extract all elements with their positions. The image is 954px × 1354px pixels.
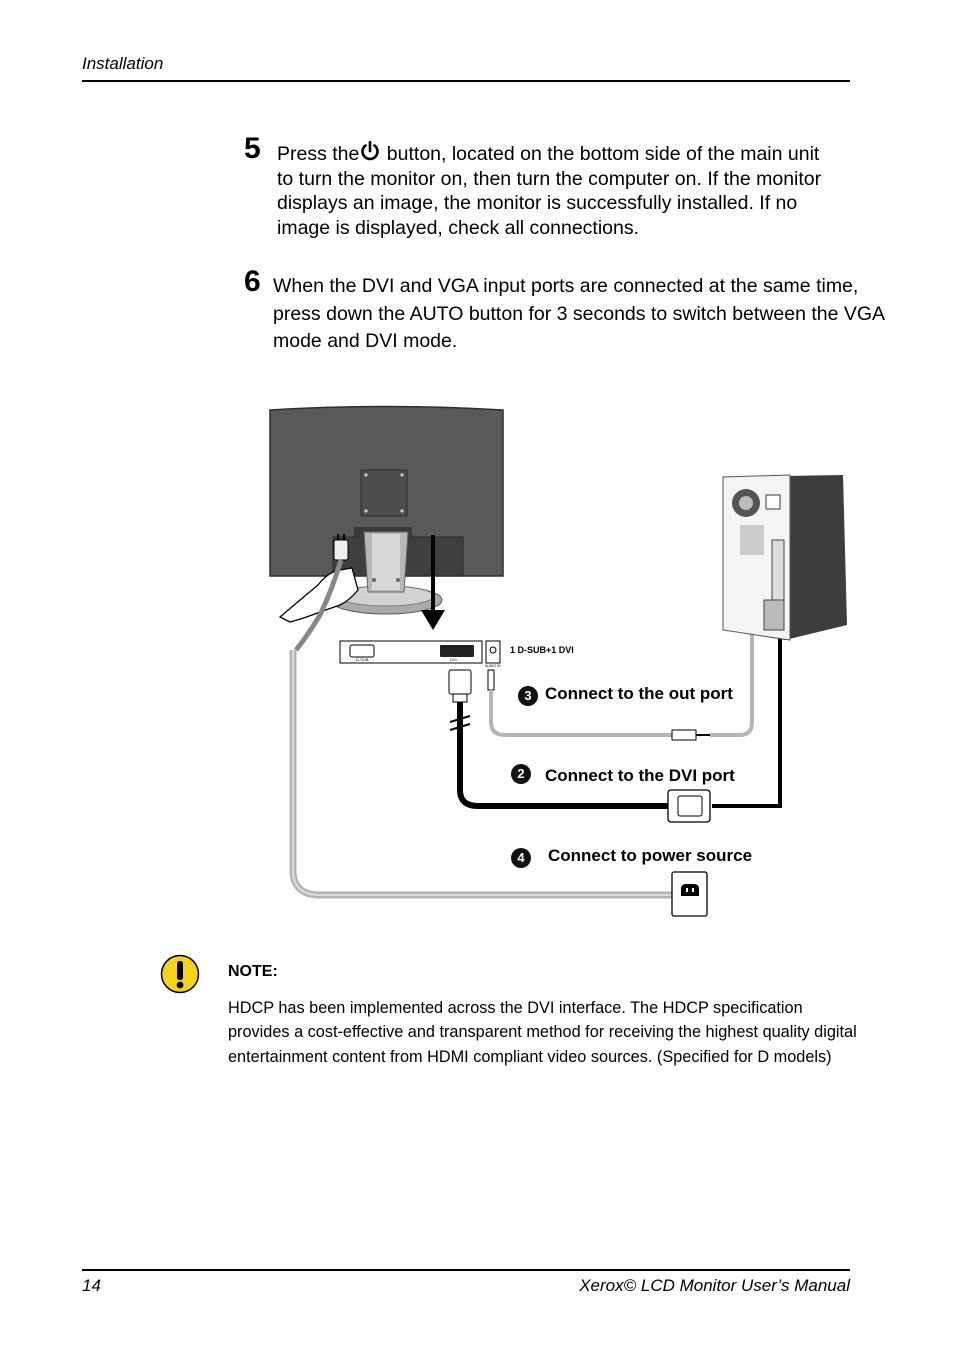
step-6-number: 6 (244, 265, 261, 298)
callout-dvi-port: Connect to the DVI port (545, 766, 735, 785)
hand-holding-plug-illustration (278, 534, 359, 652)
monitor-rear (269, 405, 504, 615)
down-arrow-icon (421, 535, 445, 630)
footer-rule (82, 1269, 850, 1271)
header-rule (82, 80, 850, 82)
callout-3-marker: 3 (518, 686, 538, 706)
power-icon (359, 140, 381, 162)
page-number: 14 (82, 1276, 101, 1295)
step-5-text-after: button, located on the bottom side of th… (277, 143, 822, 239)
callout-out-port: Connect to the out port (545, 684, 733, 703)
pc-tower (722, 474, 847, 641)
power-outlet-icon (671, 871, 708, 917)
step-5-number: 5 (244, 132, 261, 165)
port-label-audio: AUDIO IN (485, 664, 501, 668)
header-section-label: Installation (82, 54, 164, 73)
note-title: NOTE: (228, 963, 278, 980)
step-5-text: Press the button, located on the bottom … (277, 140, 837, 240)
step-5-text-before: Press the (277, 143, 360, 165)
callout-4-marker: 4 (511, 848, 531, 868)
note-body: HDCP has been implemented across the DVI… (228, 999, 857, 1066)
callout-2-marker: 2 (511, 764, 531, 784)
audio-cable (487, 575, 754, 741)
step-6-text: When the DVI and VGA input ports are con… (273, 275, 884, 352)
dvi-cable (448, 575, 782, 823)
manual-title: Xerox© LCD Monitor User’s Manual (579, 1276, 850, 1295)
port-label-dsub: D-SUB (356, 657, 369, 662)
warning-icon (160, 954, 200, 994)
port-panel (339, 640, 501, 664)
callout-power-source: Connect to power source (548, 846, 753, 865)
port-panel-label: 1 D-SUB+1 DVI (510, 645, 574, 655)
port-label-dvi: DVI (450, 657, 457, 662)
